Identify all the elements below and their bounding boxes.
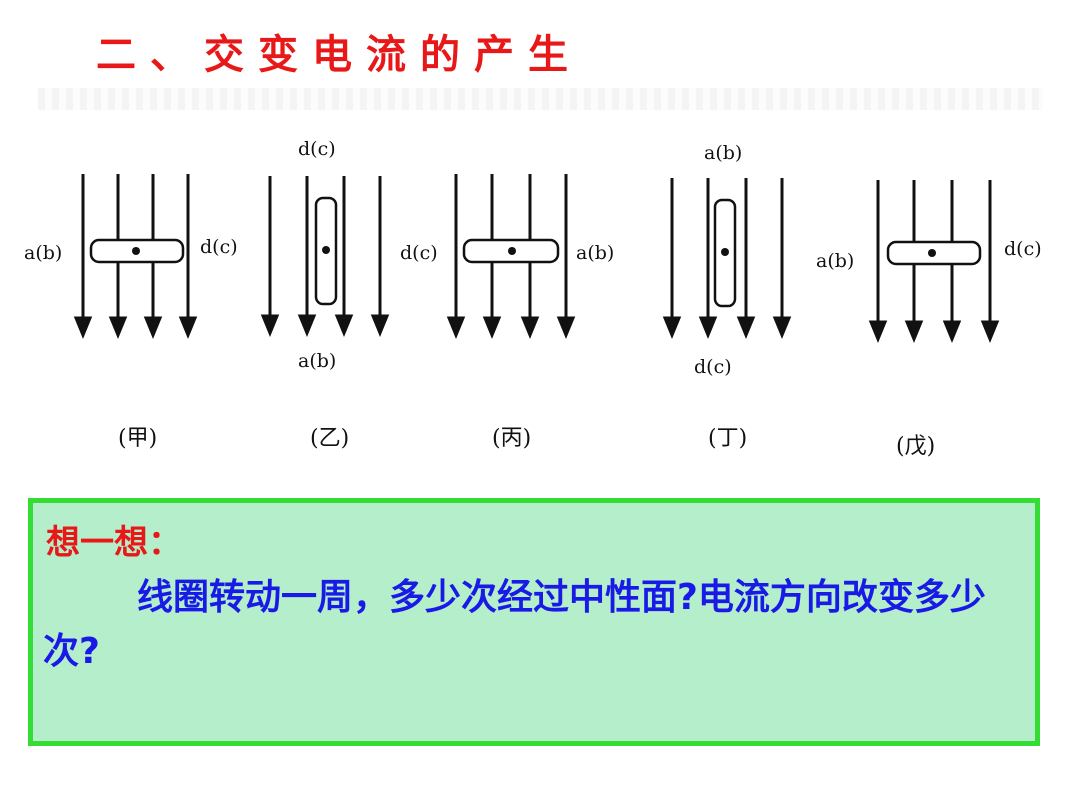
field-lines-wu [868,180,1000,343]
caption-jia: (甲) [118,426,158,451]
panel-bing: d(c) a(b) (丙) [396,130,614,451]
slide-title: 二、交变电流的产生 [96,31,582,78]
field-lines-ding [662,178,792,339]
field-lines-yi [260,176,390,337]
axis-dot-wu [928,249,936,257]
right-label-wu: d(c) [1004,238,1042,260]
bottom-label-ding: d(c) [694,356,732,378]
panel-wu: a(b) d(c) (戊) [812,130,1042,459]
panel-ding: a(b) d(c) (丁) [636,130,836,451]
field-lines-jia [73,174,198,339]
think-box: 想一想： 线圈转动一周，多少次经过中性面?电流方向改变多少次? [28,498,1040,746]
panel-yi: d(c) a(b) (乙) [232,130,432,451]
left-label-jia: a(b) [24,242,63,264]
think-title: 想一想： [46,523,182,563]
right-label-jia: d(c) [200,236,238,258]
field-lines-bing [446,174,576,339]
right-label-bing: a(b) [576,242,615,264]
axis-dot-jia [132,247,140,255]
panel-jia: a(b) d(c) (甲) [24,130,238,451]
caption-bing: (丙) [492,426,532,451]
axis-dot-yi [322,246,330,254]
left-label-wu: a(b) [816,250,855,272]
caption-wu: (戊) [896,434,936,459]
think-question: 线圈转动一周，多少次经过中性面?电流方向改变多少次? [43,577,986,672]
left-label-bing: d(c) [400,242,438,264]
top-label-ding: a(b) [704,142,743,164]
axis-dot-ding [721,248,729,256]
caption-yi: (乙) [310,426,350,451]
bottom-label-yi: a(b) [298,350,337,372]
caption-ding: (丁) [708,426,748,451]
axis-dot-bing [508,247,516,255]
faint-background-text [38,88,1043,110]
top-label-yi: d(c) [298,138,336,160]
